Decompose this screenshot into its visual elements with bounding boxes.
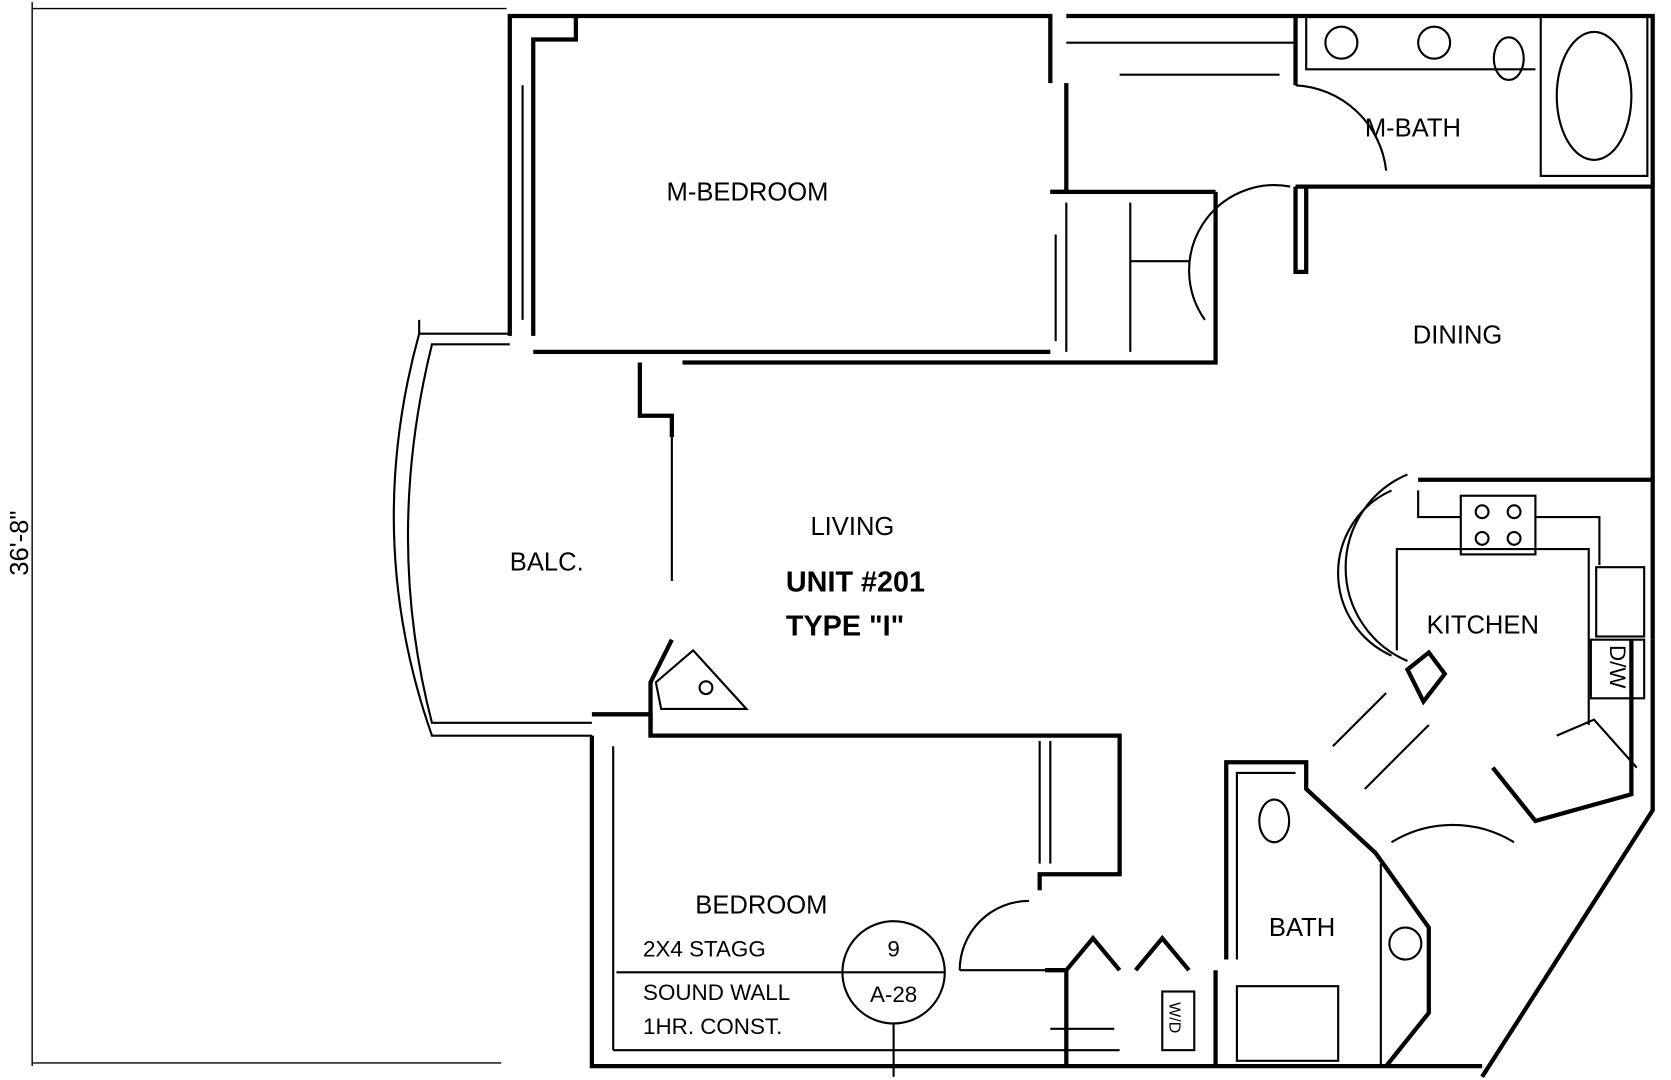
water-heater (1161, 990, 1196, 1052)
dimension-label: 36'-8" (6, 511, 34, 576)
bathtub-icon (1555, 30, 1633, 161)
unit-type: TYPE "I" (786, 610, 904, 642)
room-label-balcony: BALC. (510, 548, 584, 576)
bedroom-walls (589, 638, 1483, 1069)
water-heater-label: W/D (1166, 1002, 1183, 1033)
master-bedroom-walls (507, 13, 1388, 354)
section-marker: 9 A-28 (841, 920, 946, 1077)
room-label-dining: DINING (1413, 321, 1503, 349)
balcony (392, 319, 592, 737)
wall-note-line-1: 2X4 STAGG (643, 936, 766, 961)
unit-number: UNIT #201 (786, 567, 925, 599)
room-label-bedroom: BEDROOM (695, 892, 827, 920)
dishwasher-label: D/W (1605, 645, 1630, 689)
sink-icon (1417, 25, 1452, 60)
room-label-bath: BATH (1269, 914, 1335, 942)
bathtub-icon (1235, 985, 1340, 1062)
sink-icon (1595, 566, 1646, 638)
dimension-lines (31, 2, 507, 1067)
section-number: 9 (887, 936, 899, 961)
room-label-living: LIVING (810, 513, 894, 541)
room-label-kitchen: KITCHEN (1427, 611, 1539, 639)
sink-icon (1324, 25, 1359, 60)
wall-note-line-2: SOUND WALL (643, 980, 790, 1005)
toilet-icon (1492, 36, 1525, 82)
room-label-master-bath: M-BATH (1365, 114, 1461, 142)
living-dining-walls (637, 184, 1653, 582)
wall-note-line-3: 1HR. CONST. (643, 1014, 782, 1039)
hall-closets: W/D (1050, 934, 1218, 1067)
kitchen: D/W (1332, 473, 1655, 1078)
room-label-master-bedroom: M-BEDROOM (667, 178, 829, 206)
sink-icon (1388, 926, 1423, 961)
dishwasher (1589, 638, 1646, 700)
toilet-icon (1258, 798, 1291, 844)
master-bath (1293, 13, 1655, 640)
section-sheet: A-28 (870, 982, 917, 1007)
bath (1224, 760, 1515, 1068)
stove-icon (1459, 494, 1537, 556)
